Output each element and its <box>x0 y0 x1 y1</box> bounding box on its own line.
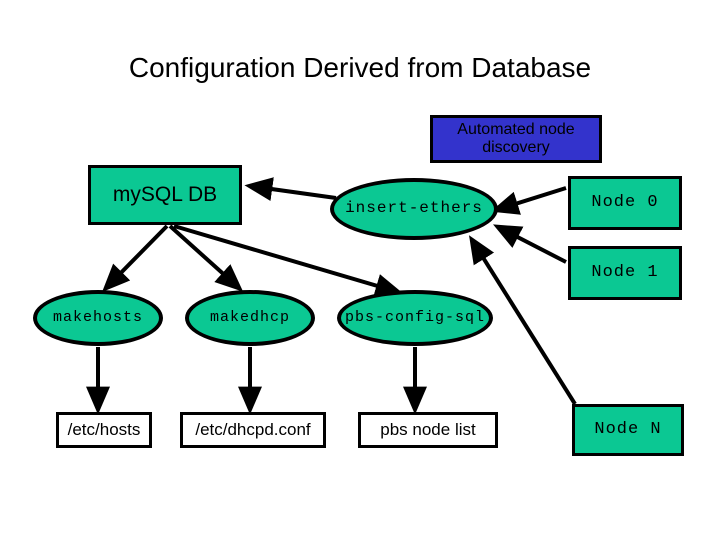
node-node-n[interactable]: Node N <box>572 404 684 456</box>
node-etc-dhcpd-conf[interactable]: /etc/dhcpd.conf <box>180 412 326 448</box>
node-etc-hosts[interactable]: /etc/hosts <box>56 412 152 448</box>
node-pbs-node-list[interactable]: pbs node list <box>358 412 498 448</box>
edge-database-to-makehosts <box>102 224 169 292</box>
node-makedhcp[interactable]: makedhcp <box>185 290 315 346</box>
node-mysql-db[interactable]: mySQL DB <box>88 165 242 225</box>
node-automated-node-discovery[interactable]: Automated node discovery <box>430 115 602 163</box>
node-node-1[interactable]: Node 1 <box>568 246 682 300</box>
edge-database-to-pbs-config-sql <box>173 224 404 298</box>
edge-insert-ethers-to-database <box>244 177 337 201</box>
page-title: Configuration Derived from Database <box>128 52 592 83</box>
node-makehosts[interactable]: makehosts <box>33 290 163 346</box>
node-insert-ethers[interactable]: insert-ethers <box>330 178 498 240</box>
edge-database-to-makedhcp <box>168 224 244 292</box>
edge-node1-to-insert-ethers <box>493 224 567 264</box>
node-node-0[interactable]: Node 0 <box>568 176 682 230</box>
node-pbs-config-sql[interactable]: pbs-config-sql <box>337 290 493 346</box>
edge-node0-to-insert-ethers <box>490 186 567 215</box>
